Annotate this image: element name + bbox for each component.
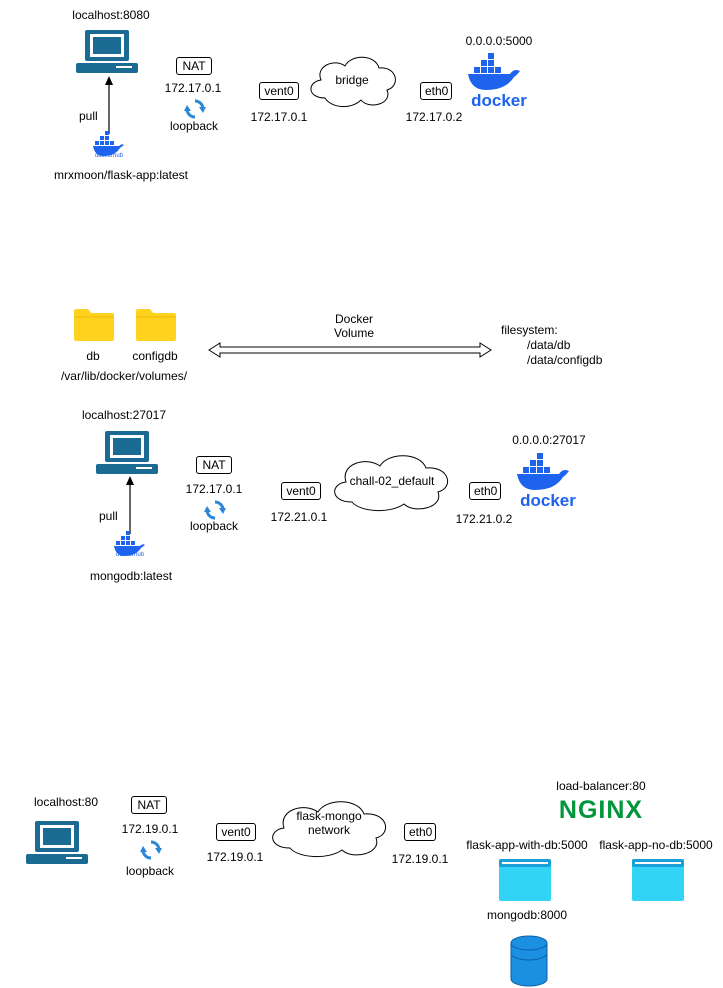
- pull-label: pull: [99, 509, 118, 523]
- filesystem-path-configdb: /data/configdb: [527, 353, 603, 367]
- dockerhub-label: dockerhub: [115, 552, 145, 558]
- nat-ip: 172.17.0.1: [164, 81, 222, 95]
- dockerhub-icon: [93, 131, 124, 156]
- app-with-db-label: flask-app-with-db:5000: [466, 838, 588, 852]
- network-cloud: [334, 455, 449, 511]
- folder-db-label: db: [86, 349, 100, 363]
- pull-label: pull: [79, 109, 98, 123]
- volume-arrow-label-1: Docker: [334, 312, 374, 326]
- eth-box: eth0: [420, 82, 452, 100]
- vent-ip: 172.17.0.1: [250, 110, 308, 124]
- nat-box: NAT: [131, 796, 167, 814]
- nat-box: NAT: [176, 57, 212, 75]
- docker-logo-icon: docker: [468, 53, 527, 110]
- cloud-label: chall-02_default: [349, 474, 435, 488]
- mongodb-label: mongodb:8000: [486, 908, 568, 922]
- eth-ip: 172.21.0.2: [455, 512, 513, 526]
- dockerhub-label: dockerhub: [94, 153, 124, 159]
- computer-icon: [76, 30, 138, 73]
- container-addr: 0.0.0.0:27017: [512, 433, 586, 447]
- vent-box: vent0: [281, 482, 321, 500]
- host-label: localhost:8080: [72, 8, 150, 22]
- folder-configdb-icon: [136, 309, 176, 341]
- loopback-icon: [184, 99, 206, 119]
- nat-ip: 172.17.0.1: [185, 482, 243, 496]
- nginx-wordmark: NGINX: [559, 796, 643, 824]
- app-window-icon: [632, 859, 684, 901]
- nginx-logo-icon: NGINX: [559, 796, 643, 824]
- eth-ip: 172.17.0.2: [405, 110, 463, 124]
- cloud-label: bridge: [335, 73, 369, 87]
- loopback-label: loopback: [169, 119, 219, 133]
- nat-box: NAT: [196, 456, 232, 474]
- network-cloud: [272, 801, 387, 857]
- load-balancer-label: load-balancer:80: [556, 779, 646, 793]
- computer-icon: [26, 821, 88, 864]
- pull-arrow: [105, 76, 113, 134]
- host-label: localhost:27017: [81, 408, 167, 422]
- pull-arrow: [126, 476, 134, 534]
- database-icon: [510, 935, 548, 987]
- volumes-path: /var/lib/docker/volumes/: [60, 369, 188, 383]
- docker-wordmark: docker: [471, 91, 527, 110]
- loopback-icon: [140, 840, 162, 860]
- cloud-label-line2: network: [307, 823, 351, 837]
- eth-box: eth0: [469, 482, 501, 500]
- docker-wordmark: docker: [520, 491, 576, 510]
- volume-arrow-label-2: Volume: [333, 326, 375, 340]
- image-label: mongodb:latest: [89, 569, 173, 583]
- host-label: localhost:80: [33, 795, 99, 809]
- app-window-icon: [499, 859, 551, 901]
- container-addr: 0.0.0.0:5000: [465, 34, 533, 48]
- loopback-label: loopback: [125, 864, 175, 878]
- filesystem-title: filesystem:: [501, 323, 558, 337]
- folder-configdb-label: configdb: [132, 349, 178, 363]
- docker-logo-icon: docker: [517, 453, 576, 510]
- loopback-label: loopback: [189, 519, 239, 533]
- eth-ip: 172.19.0.1: [391, 852, 449, 866]
- filesystem-path-db: /data/db: [527, 338, 571, 352]
- volume-double-arrow: [208, 342, 492, 358]
- app-no-db-label: flask-app-no-db:5000: [599, 838, 713, 852]
- vent-ip: 172.21.0.1: [270, 510, 328, 524]
- vent-box: vent0: [216, 823, 256, 841]
- loopback-icon: [204, 500, 226, 520]
- vent-box: vent0: [259, 82, 299, 100]
- dockerhub-icon: [114, 531, 145, 556]
- network-cloud: [310, 56, 396, 107]
- eth-box: eth0: [404, 823, 436, 841]
- nat-ip: 172.19.0.1: [121, 822, 179, 836]
- folder-db-icon: [74, 309, 114, 341]
- cloud-label-line1: flask-mongo: [296, 809, 362, 823]
- image-label: mrxmoon/flask-app:latest: [53, 168, 189, 182]
- vent-ip: 172.19.0.1: [206, 850, 264, 864]
- computer-icon: [96, 431, 158, 474]
